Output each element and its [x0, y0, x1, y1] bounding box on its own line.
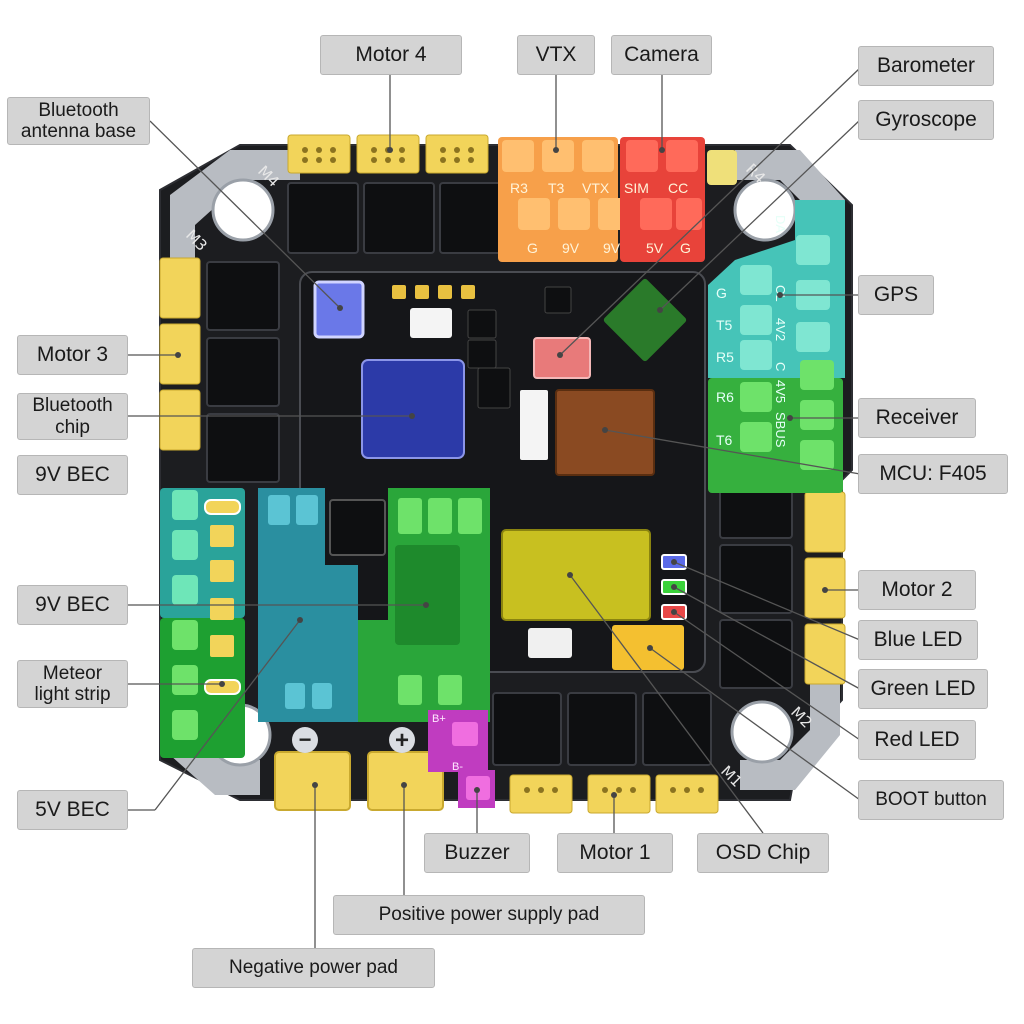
silk-gps-r5: R5: [716, 349, 734, 365]
plus-sign: +: [395, 727, 409, 754]
label-blue-led: Blue LED: [858, 620, 978, 660]
label-motor1: Motor 1: [557, 833, 673, 873]
mosfets: [206, 182, 793, 766]
connector: [520, 390, 548, 460]
gyro-chip: [603, 278, 687, 362]
silk-c: C: [773, 362, 788, 371]
bt-chip: [361, 359, 465, 459]
baro-chip: [533, 337, 591, 379]
label-negative-pad: Negative power pad: [192, 948, 435, 988]
silk-vtx-vtx: VTX: [582, 180, 610, 196]
ics: [467, 286, 572, 409]
bec9v-pads: [398, 498, 482, 705]
crystal: [410, 308, 452, 338]
label-camera: Camera: [611, 35, 712, 75]
label-9v-bec: 9V BEC: [17, 585, 128, 625]
silk-vtx-9v-a: 9V: [562, 240, 580, 256]
silk-4v2: 4V2: [773, 318, 788, 341]
label-motor2: Motor 2: [858, 570, 976, 610]
negative-pad: [274, 751, 351, 811]
silk-vtx-r3: R3: [510, 180, 528, 196]
osd-chip: [501, 529, 651, 621]
silk-gps-g: G: [716, 285, 727, 301]
silk-gps-t5: T5: [716, 317, 733, 333]
label-red-led: Red LED: [858, 720, 976, 760]
label-buzzer: Buzzer: [424, 833, 530, 873]
label-bt-antenna: Bluetooth antenna base: [7, 97, 150, 145]
label-vtx: VTX: [517, 35, 595, 75]
leader-dots: [175, 147, 828, 798]
label-boot-button: BOOT button: [858, 780, 1004, 820]
label-green-led: Green LED: [858, 669, 988, 709]
silk-buzzer-neg: B-: [452, 761, 463, 773]
leader-lines: [128, 67, 861, 948]
label-gps: GPS: [858, 275, 934, 315]
silk-vtx-t3: T3: [548, 180, 565, 196]
plus-badge: [389, 727, 415, 753]
silk-sbus: SBUS: [773, 412, 788, 448]
silk-rx-r6: R6: [716, 389, 734, 405]
r4-pad: [707, 150, 737, 185]
silk-cam-sim: SIM: [624, 180, 649, 196]
label-bt-chip: Bluetooth chip: [17, 393, 128, 440]
silk-da: DA: [773, 215, 788, 233]
label-9v-bec-top: 9V BEC: [17, 455, 128, 495]
motor-pad-dots: [302, 147, 704, 793]
silk-rx-t6: T6: [716, 432, 733, 448]
silk-vtx-g: G: [527, 240, 538, 256]
silk-4v5: 4V5: [773, 380, 788, 403]
label-gyroscope: Gyroscope: [858, 100, 994, 140]
bec9v-inductor: [395, 545, 460, 645]
label-meteor-strip: Meteor light strip: [17, 660, 128, 708]
camera-pads: [626, 140, 702, 230]
motor-pads: [159, 134, 846, 814]
bec-mosfet: [329, 499, 386, 556]
label-mcu: MCU: F405: [858, 454, 1008, 494]
silk-cam-5v: 5V: [646, 240, 664, 256]
bec5v-pads: [268, 495, 332, 709]
vtx-pads: [502, 140, 630, 230]
silk-cam-cc: CC: [668, 180, 688, 196]
label-5v-bec: 5V BEC: [17, 790, 128, 830]
label-motor3: Motor 3: [17, 335, 128, 375]
silk-vtx-9v-b: 9V: [603, 240, 621, 256]
label-barometer: Barometer: [858, 46, 994, 86]
label-osd-chip: OSD Chip: [697, 833, 829, 873]
minus-sign: −: [299, 727, 312, 752]
white-component: [528, 628, 572, 658]
gps-pads: [740, 235, 830, 370]
minus-badge: [292, 727, 318, 753]
left-green-pads: [172, 620, 198, 740]
silk-cam-g: G: [680, 240, 691, 256]
label-receiver: Receiver: [858, 398, 976, 438]
label-positive-pad: Positive power supply pad: [333, 895, 645, 935]
buzzer-pad-pos: [452, 722, 478, 746]
small-components: [392, 285, 475, 299]
left-pads: [172, 490, 198, 605]
receiver-pads: [740, 360, 834, 470]
silk-buzzer-pos: B+: [432, 713, 446, 725]
label-motor4: Motor 4: [320, 35, 462, 75]
